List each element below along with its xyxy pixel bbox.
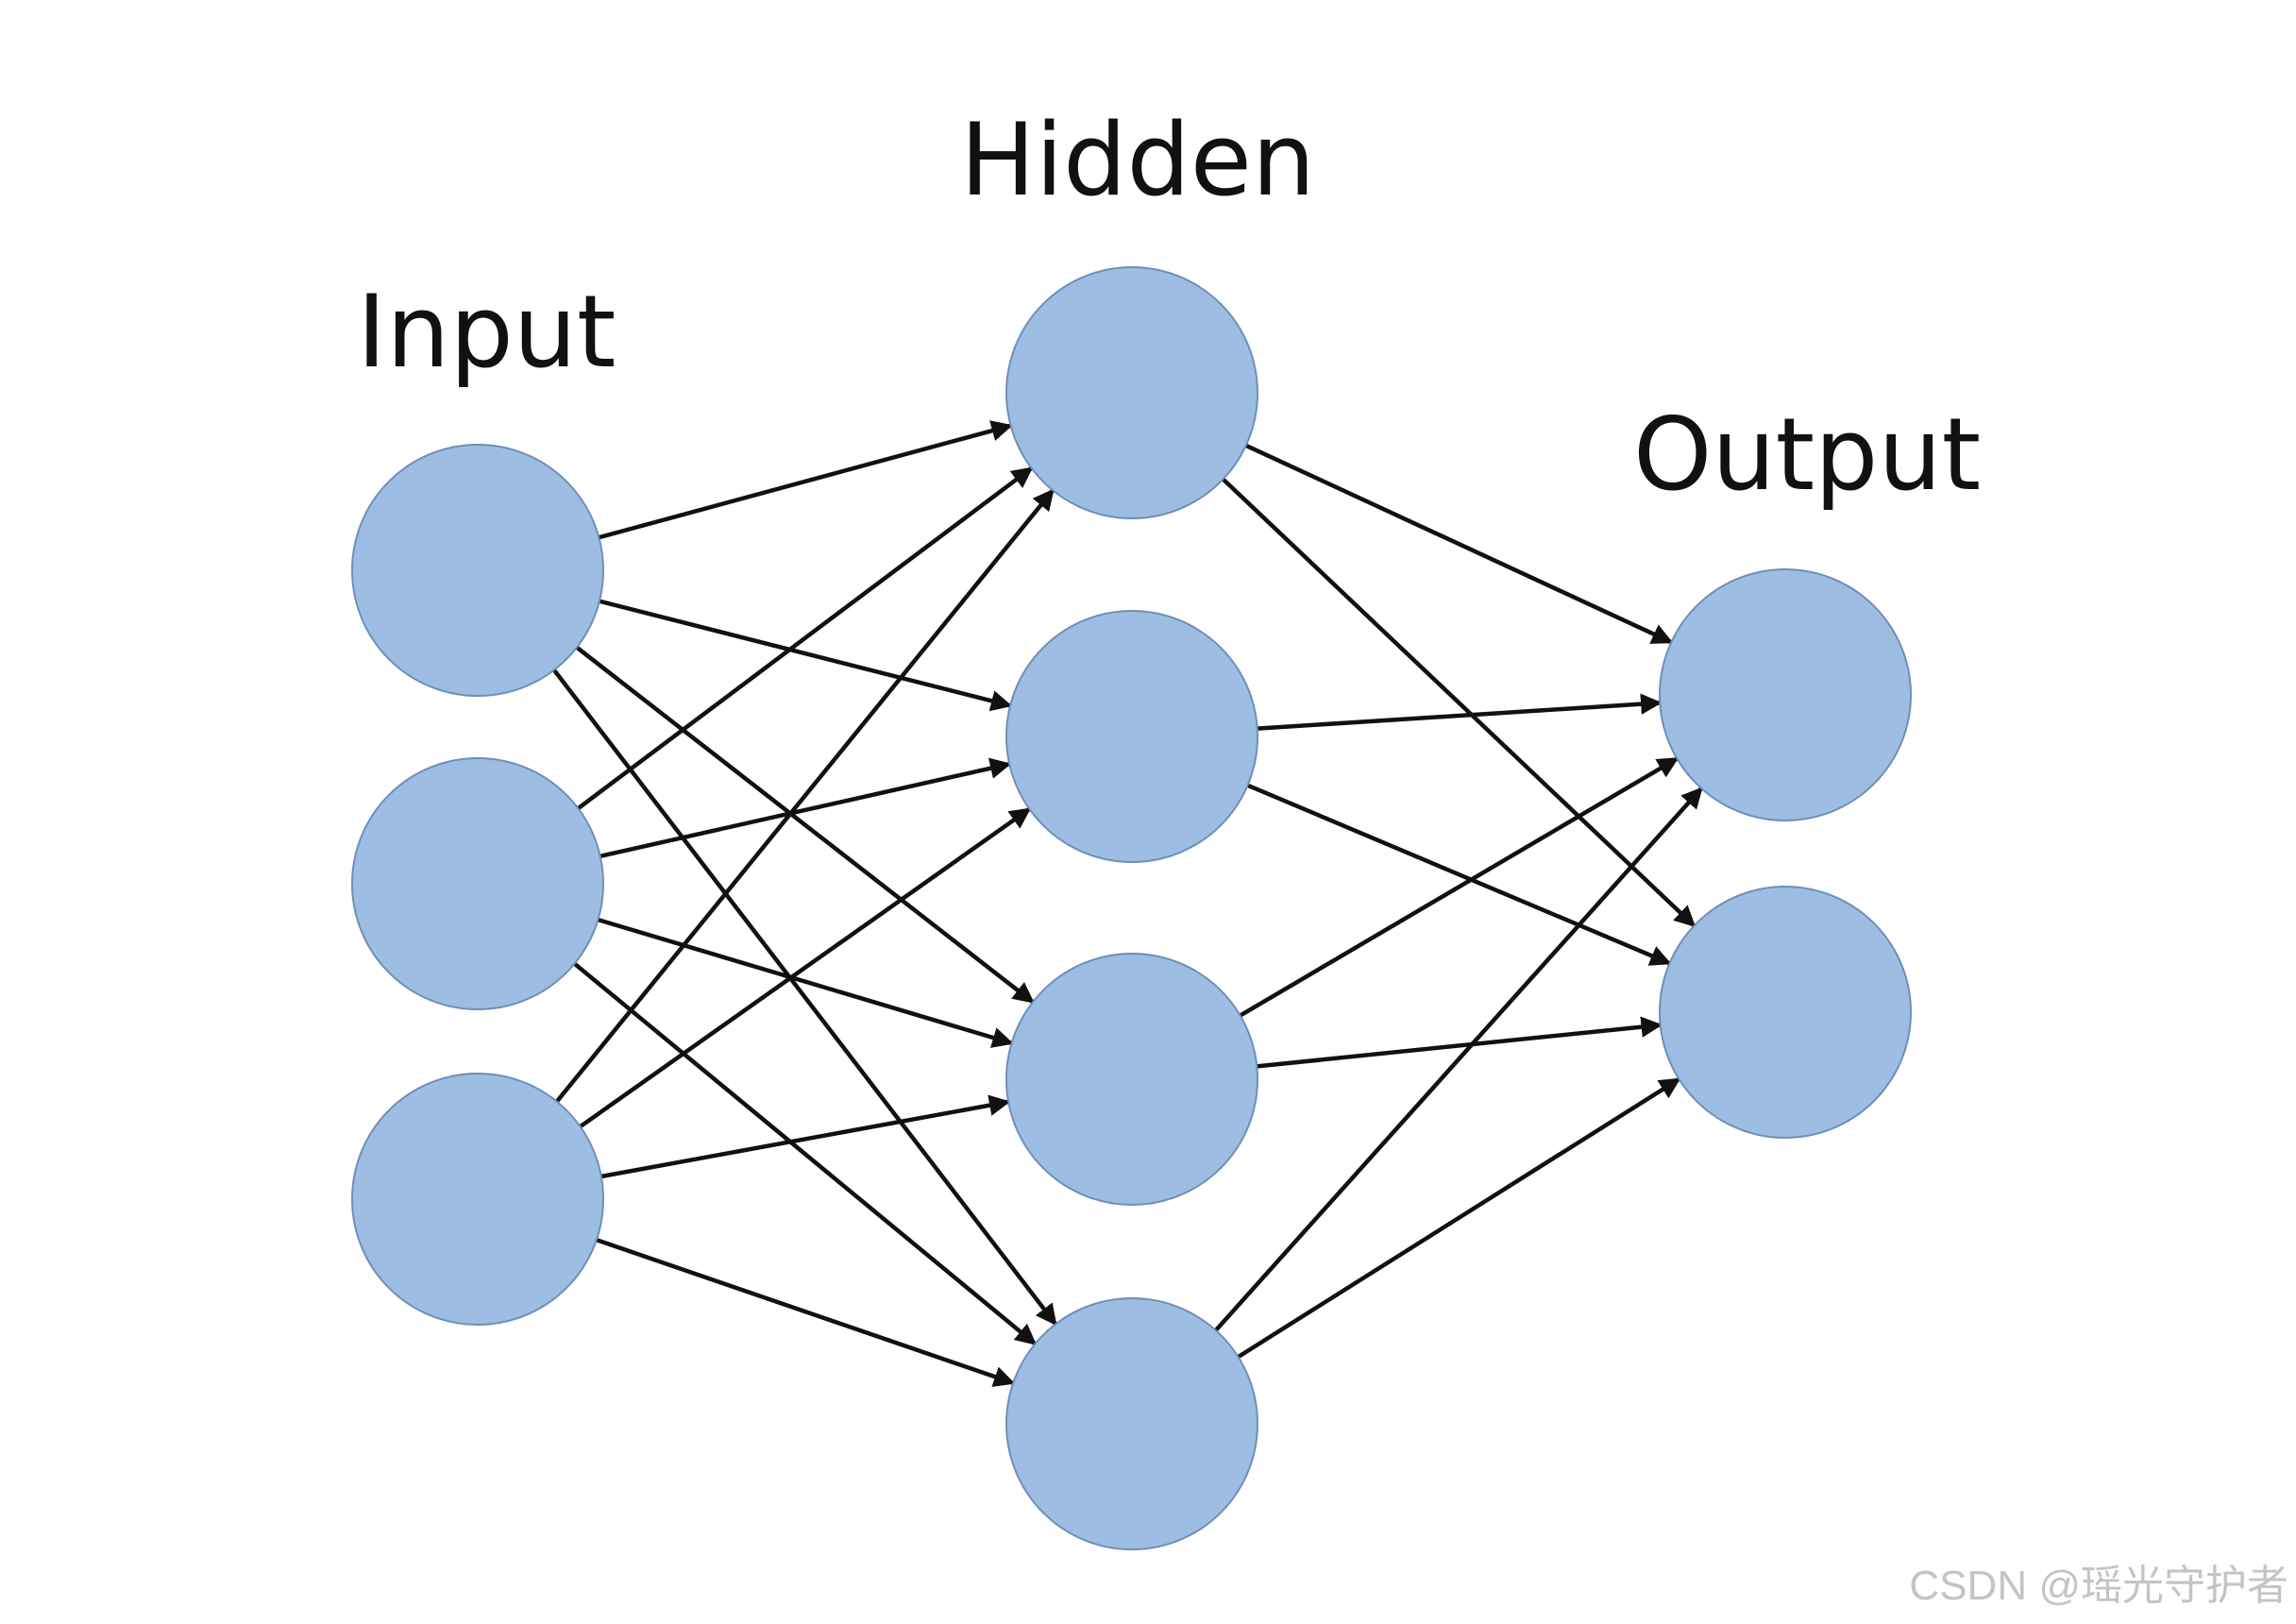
input-node-3 [351, 1073, 604, 1326]
connections [552, 420, 1703, 1387]
edge-input-3-to-hidden-1 [555, 488, 1055, 1104]
output-node-1 [1659, 568, 1912, 821]
edge-input-1-to-hidden-2 [599, 599, 1013, 712]
hidden-node-3 [1005, 953, 1258, 1206]
hidden-node-4 [1005, 1297, 1258, 1550]
hidden-node-2 [1005, 610, 1258, 863]
hidden-layer-label: Hidden [960, 102, 1315, 218]
edge-input-2-to-hidden-4 [573, 961, 1038, 1346]
edge-hidden-2-to-output-2 [1246, 783, 1672, 966]
output-layer-label: Output [1633, 397, 1981, 513]
edge-input-2-to-hidden-2 [599, 757, 1012, 858]
edge-hidden-3-to-output-2 [1257, 1016, 1663, 1069]
edge-input-1-to-hidden-4 [552, 668, 1057, 1327]
edge-hidden-3-to-output-1 [1239, 756, 1680, 1018]
neurons [351, 266, 1912, 1550]
edge-hidden-1-to-output-2 [1221, 477, 1697, 928]
edge-input-2-to-hidden-3 [597, 917, 1014, 1048]
edge-input-3-to-hidden-3 [600, 1094, 1011, 1179]
input-node-1 [351, 444, 604, 697]
output-node-2 [1659, 886, 1912, 1139]
hidden-node-1 [1005, 266, 1258, 519]
edge-input-3-to-hidden-2 [579, 806, 1032, 1129]
edge-input-1-to-hidden-3 [575, 645, 1035, 1005]
edge-hidden-2-to-output-1 [1257, 693, 1663, 731]
edge-hidden-4-to-output-2 [1237, 1076, 1681, 1360]
edge-hidden-1-to-output-1 [1244, 443, 1674, 645]
input-node-2 [351, 757, 604, 1010]
edge-input-1-to-hidden-1 [598, 420, 1013, 540]
input-layer-label: Input [357, 274, 616, 390]
edge-input-3-to-hidden-4 [596, 1238, 1016, 1387]
watermark: CSDN @瑶光守护者 [1909, 1563, 2288, 1609]
edge-input-2-to-hidden-1 [577, 466, 1034, 810]
edge-hidden-4-to-output-1 [1214, 787, 1703, 1332]
